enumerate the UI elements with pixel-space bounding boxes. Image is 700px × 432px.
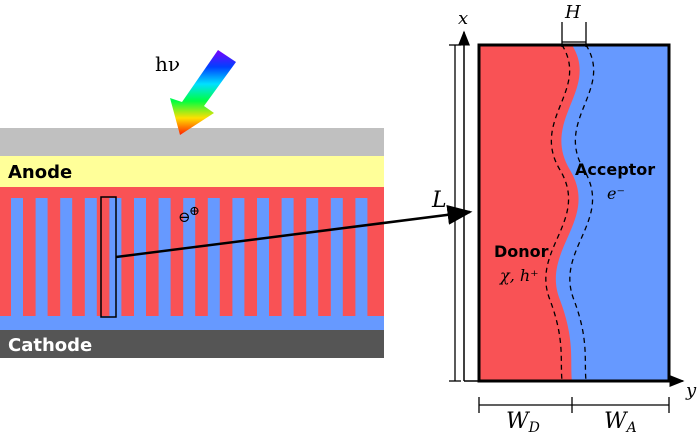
x-axis-label: x	[458, 8, 468, 29]
device-stack: Anode Cathode hν ⊖ ⊕	[0, 50, 473, 358]
zoom-arrow	[115, 204, 473, 259]
acceptor-finger	[11, 198, 23, 316]
acceptor-finger	[158, 198, 171, 316]
anode-label: Anode	[8, 162, 72, 183]
acceptor-finger	[330, 198, 343, 316]
acceptor-finger	[84, 198, 97, 316]
acceptor-finger	[257, 198, 269, 316]
length-label: L	[431, 188, 447, 213]
acceptor-species-label: e⁻	[607, 184, 625, 203]
cathode-layer	[0, 330, 384, 358]
acceptor-label: Acceptor	[575, 160, 655, 179]
acceptor-width-label: WA	[604, 409, 637, 432]
cathode-label: Cathode	[8, 335, 92, 356]
acceptor-finger	[35, 198, 48, 316]
donor-region	[479, 45, 580, 381]
acceptor-finger	[281, 198, 294, 316]
acceptor-finger	[306, 198, 319, 316]
acceptor-finger	[60, 198, 73, 316]
photon-label: hν	[155, 52, 180, 76]
interface-boundary-right	[569, 44, 595, 382]
donor-width-label: WD	[506, 409, 540, 432]
acceptor-finger	[183, 198, 196, 316]
anode-layer	[0, 156, 384, 187]
exciton-hole-icon: ⊕	[189, 204, 200, 219]
acceptor-finger	[232, 198, 245, 316]
photon-arrow	[170, 50, 236, 135]
donor-label: Donor	[494, 242, 549, 261]
exciton-electron-icon: ⊖	[178, 208, 191, 226]
interface-width-label: H	[564, 2, 581, 23]
interface-boundary-left	[545, 44, 571, 382]
y-axis-label: y	[685, 380, 697, 401]
acceptor-finger	[355, 198, 368, 316]
top-glass-layer	[0, 128, 384, 156]
acceptor-finger	[134, 198, 146, 316]
acceptor-finger	[207, 198, 220, 316]
acceptor-base-strip	[0, 316, 384, 330]
donor-species-label: χ, h⁺	[499, 266, 539, 285]
interface-detail: x y L H WD WA Donor χ, h⁺ Acceptor e⁻	[431, 2, 697, 432]
